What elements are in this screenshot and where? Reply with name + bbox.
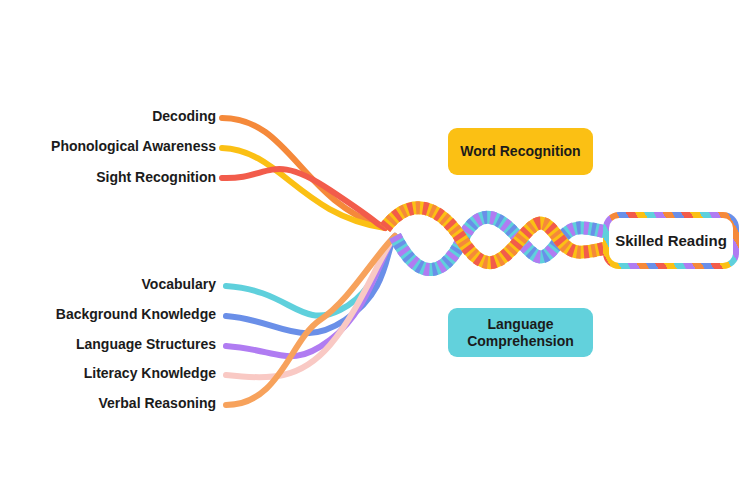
node-content: Skilled Reading (615, 232, 727, 250)
recognition-braid (385, 208, 640, 263)
braid-twist (385, 208, 640, 263)
outcome-box: Skilled Reading (603, 212, 739, 269)
braid-twist (385, 208, 640, 263)
strand-label: Literacy Knowledge (2, 364, 216, 382)
strand-label: Verbal Reasoning (2, 394, 216, 412)
phonology-strand (222, 148, 385, 228)
node-content: Word Recognition (460, 143, 580, 160)
category-box: Word Recognition (448, 128, 593, 175)
strand-label: Decoding (2, 107, 216, 125)
reasoning-strand (226, 236, 395, 405)
category-box: Language Comprehension (448, 308, 593, 357)
strand-label: Language Structures (2, 335, 216, 353)
node-text: Skilled Reading (615, 232, 727, 250)
strand-label: Background Knowledge (2, 305, 216, 323)
node-text: Language Comprehension (458, 316, 583, 350)
strand-label: Phonological Awareness (2, 137, 216, 155)
strand-label: Vocabulary (2, 275, 216, 293)
node-content: Language Comprehension (458, 316, 583, 350)
decoding-strand (222, 118, 385, 228)
literacy-strand (226, 236, 395, 377)
sight-strand (222, 169, 385, 228)
node-text: Word Recognition (460, 143, 580, 160)
structures-strand (226, 236, 395, 356)
strand-label: Sight Recognition (2, 168, 216, 186)
